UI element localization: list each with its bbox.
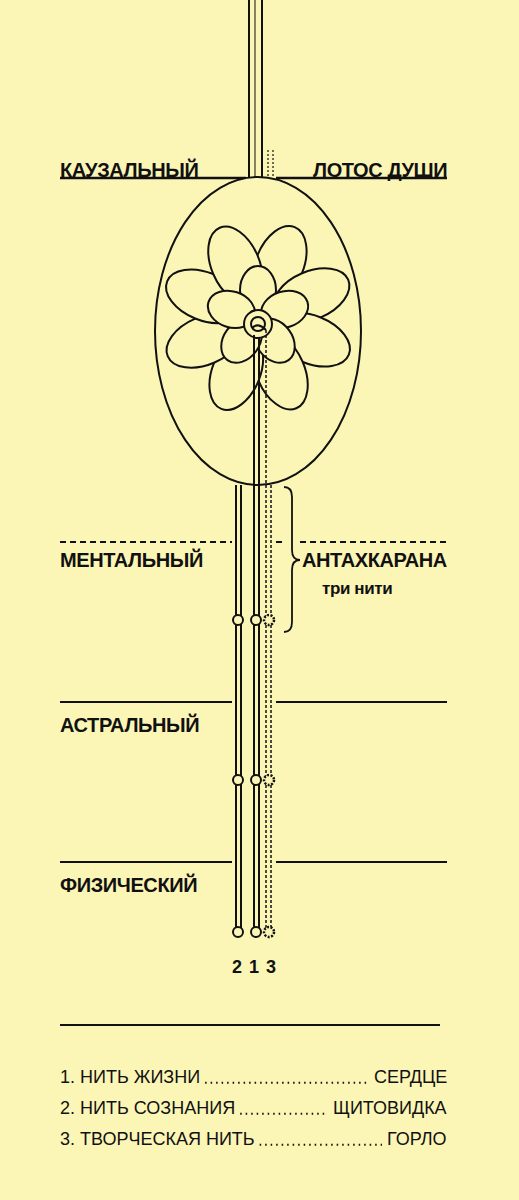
plane-line <box>60 861 232 863</box>
thread-knot <box>251 615 261 625</box>
thread-knot <box>251 775 261 785</box>
plane-label: МЕНТАЛЬНЫЙ <box>60 549 203 571</box>
legend-organ: ЩИТОВИДКА <box>333 1099 447 1119</box>
thread-line <box>252 325 266 330</box>
leader-dots <box>205 1082 369 1084</box>
leader-dots <box>240 1113 328 1115</box>
plane-line <box>276 701 447 703</box>
callout-number: 1 <box>249 958 259 978</box>
thread-knot <box>251 927 261 937</box>
column-line <box>248 0 250 180</box>
plane-line <box>300 541 447 543</box>
leader-dots <box>260 1144 382 1146</box>
region-label: ЛОТОС ДУШИ <box>313 159 447 181</box>
legend-organ: СЕРДЦЕ <box>374 1068 447 1088</box>
column-line <box>272 150 273 182</box>
legend-organ: ГОРЛО <box>387 1130 447 1150</box>
legend-label: 2. НИТЬ СОЗНАНИЯ <box>60 1099 235 1119</box>
thread-knot <box>233 927 243 937</box>
plane-line <box>276 861 447 863</box>
plane-line <box>60 541 232 543</box>
plane-line <box>60 701 232 703</box>
plane-label: КАУЗАЛЬНЫЙ <box>60 159 198 181</box>
callout-number: 2 <box>232 958 242 978</box>
thread-knot <box>264 615 274 625</box>
legend-label: 1. НИТЬ ЖИЗНИ <box>60 1068 200 1088</box>
thread-line <box>265 330 267 928</box>
plane-label: ФИЗИЧЕСКИЙ <box>60 874 197 896</box>
legend-label: 3. ТВОРЧЕСКАЯ НИТЬ <box>60 1130 255 1150</box>
separator-line <box>60 1024 440 1026</box>
thread-line <box>235 485 237 928</box>
thread-knot <box>264 775 274 785</box>
lotus-jewel <box>251 317 265 331</box>
bracket <box>284 487 300 632</box>
column-line <box>261 0 263 180</box>
plane-label: АСТРАЛЬНЫЙ <box>60 714 199 736</box>
thread-line <box>270 485 272 928</box>
region-label: три нити <box>322 580 392 599</box>
thread-knot <box>264 927 274 937</box>
thread-line <box>240 485 242 928</box>
thread-line <box>254 335 259 928</box>
thread-knot <box>233 775 243 785</box>
callout-number: 3 <box>266 958 276 978</box>
thread-knots <box>233 615 274 937</box>
column-line <box>255 0 256 178</box>
thread-knot <box>233 615 243 625</box>
region-label: АНТАХКАРАНА <box>302 549 447 571</box>
plane-line <box>276 541 282 543</box>
lotus-center <box>244 310 272 338</box>
